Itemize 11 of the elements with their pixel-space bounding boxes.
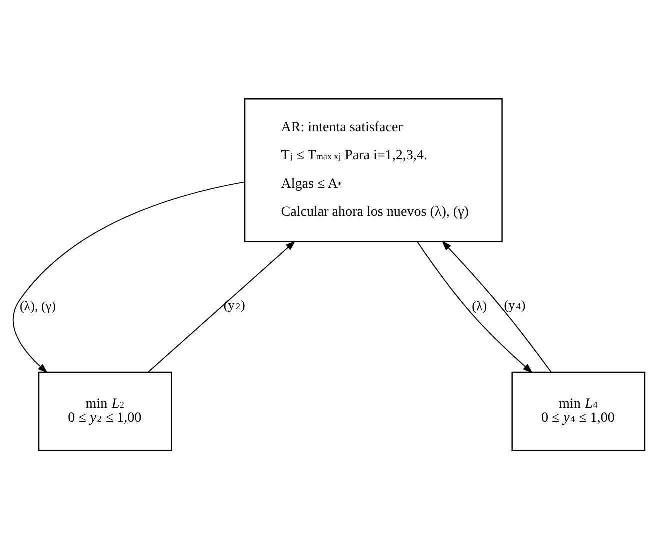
arrow bbox=[148, 240, 296, 373]
edge-label: (y4) bbox=[504, 298, 526, 313]
edge-label: (λ) bbox=[472, 298, 487, 314]
arrow bbox=[441, 240, 552, 373]
node-box: AR: intenta satisfacer Tj ≤ Tmax xj Para i=1,2,3,4. Algas ≤ A* Calcular ahora los nuevos (λ), (γ) bbox=[244, 98, 502, 242]
arrow bbox=[416, 242, 533, 374]
node-box: min L4 0 ≤ y4 ≤ 1,00 bbox=[511, 372, 646, 452]
edge-label: (y2) bbox=[223, 298, 245, 313]
edge-label: (λ), (γ) bbox=[19, 298, 56, 314]
node-box: min L2 0 ≤ y2 ≤ 1,00 bbox=[38, 372, 172, 452]
arrow bbox=[12, 182, 244, 374]
